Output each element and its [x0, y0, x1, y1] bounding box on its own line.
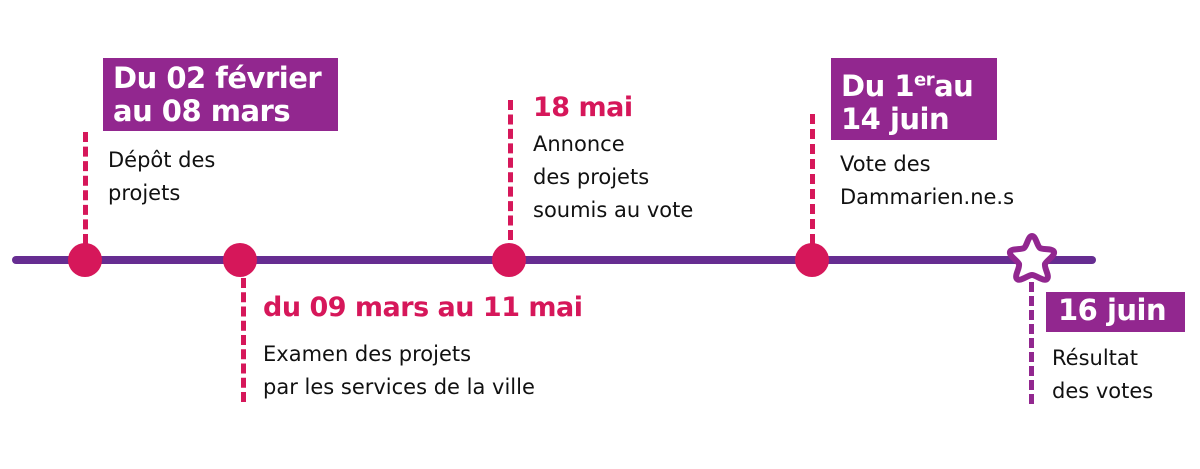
star-icon: [1006, 233, 1058, 283]
desc-line: soumis au vote: [533, 198, 694, 222]
connector-dashed: [241, 278, 246, 402]
milestone-dot: [68, 243, 102, 277]
desc-line: projets: [108, 181, 181, 205]
date-line: Du 1erau: [841, 70, 987, 103]
date-badge: 16 juin: [1046, 292, 1185, 332]
desc-line: Annonce: [533, 132, 625, 156]
date-text: au: [934, 69, 974, 103]
event-date: 18 mai: [533, 92, 633, 123]
connector-dashed: [810, 114, 815, 244]
connector-dashed: [1029, 282, 1034, 404]
desc-line: Vote des: [840, 152, 931, 176]
date-text: Du 1: [841, 69, 915, 103]
desc-line: Résultat: [1052, 346, 1138, 370]
event-description: Examen des projets par les services de l…: [263, 338, 535, 404]
desc-line: Examen des projets: [263, 342, 472, 366]
event-description: Vote des Dammarien.ne.s: [840, 148, 1014, 214]
date-line: 14 juin: [841, 102, 950, 136]
desc-line: Dépôt des: [108, 148, 216, 172]
event-description: Annonce des projets soumis au vote: [533, 128, 693, 227]
date-line: Du 02 février: [113, 61, 322, 95]
date-line: au 08 mars: [113, 94, 291, 128]
connector-dashed: [508, 100, 513, 240]
event-description: Dépôt des projets: [108, 144, 215, 210]
date-badge: Du 1erau 14 juin: [831, 58, 997, 140]
milestone-dot: [492, 243, 526, 277]
connector-dashed: [83, 132, 88, 244]
desc-line: des projets: [533, 165, 650, 189]
desc-line: par les services de la ville: [263, 375, 535, 399]
milestone-dot: [223, 243, 257, 277]
milestone-dot: [795, 243, 829, 277]
ordinal-suffix: er: [914, 69, 935, 91]
date-badge: Du 02 février au 08 mars: [103, 58, 338, 131]
event-description: Résultat des votes: [1052, 342, 1153, 408]
desc-line: Dammarien.ne.s: [840, 185, 1015, 209]
event-date: du 09 mars au 11 mai: [263, 292, 583, 323]
desc-line: des votes: [1052, 379, 1154, 403]
timeline-axis: [12, 256, 1096, 264]
